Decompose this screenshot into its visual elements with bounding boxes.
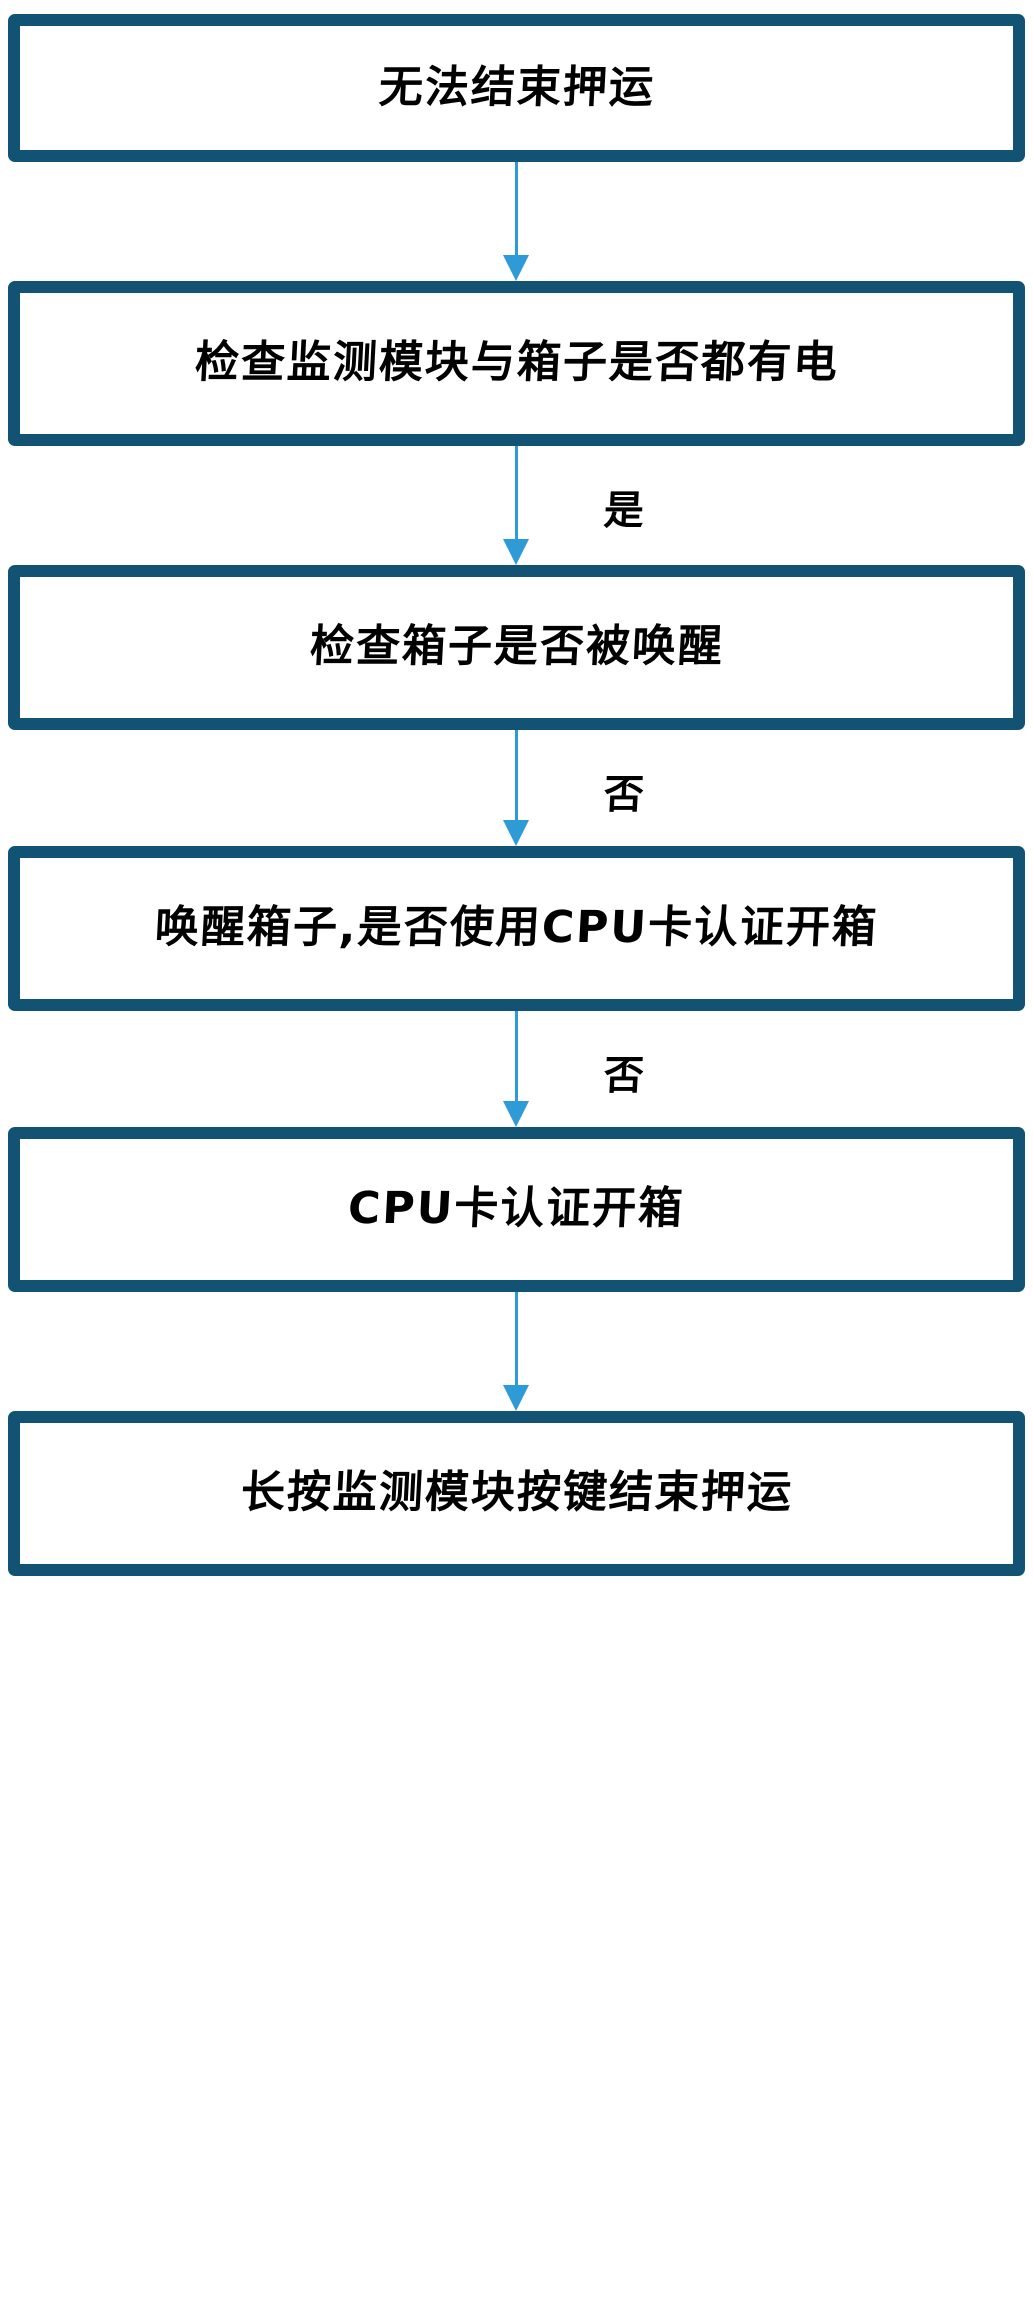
flow-node-check-power[interactable]: 检查监测模块与箱子是否都有电 <box>8 281 1025 446</box>
edge-line <box>515 162 518 255</box>
edge-line <box>515 1292 518 1385</box>
flow-node-start[interactable]: 无法结束押运 <box>8 14 1025 162</box>
flow-edge-label-no: 否 <box>602 772 645 818</box>
flow-node-label: 检查监测模块与箱子是否都有电 <box>193 337 840 389</box>
arrow-head-icon <box>503 539 529 565</box>
flow-node-check-awake[interactable]: 检查箱子是否被唤醒 <box>8 565 1025 730</box>
flow-node-end[interactable]: 长按监测模块按键结束押运 <box>8 1411 1025 1576</box>
flow-node-wake-cpu-auth[interactable]: 唤醒箱子,是否使用CPU卡认证开箱 <box>8 846 1025 1011</box>
flow-node-label: 无法结束押运 <box>377 61 656 113</box>
edge-line <box>515 446 518 539</box>
flow-edge-label-no: 否 <box>602 1053 645 1099</box>
arrow-head-icon <box>503 1385 529 1411</box>
arrow-head-icon <box>503 1101 529 1127</box>
edge-line <box>515 1011 518 1101</box>
arrow-head-icon <box>503 255 529 281</box>
arrow-head-icon <box>503 820 529 846</box>
edge-line <box>515 730 518 820</box>
flow-node-label: CPU卡认证开箱 <box>347 1183 687 1235</box>
flow-node-label: 检查箱子是否被唤醒 <box>308 621 725 673</box>
flow-node-cpu-card-open[interactable]: CPU卡认证开箱 <box>8 1127 1025 1292</box>
flow-edge-label-yes: 是 <box>602 488 645 534</box>
flow-node-label: 唤醒箱子,是否使用CPU卡认证开箱 <box>153 902 880 954</box>
flow-node-label: 长按监测模块按键结束押运 <box>239 1467 794 1519</box>
